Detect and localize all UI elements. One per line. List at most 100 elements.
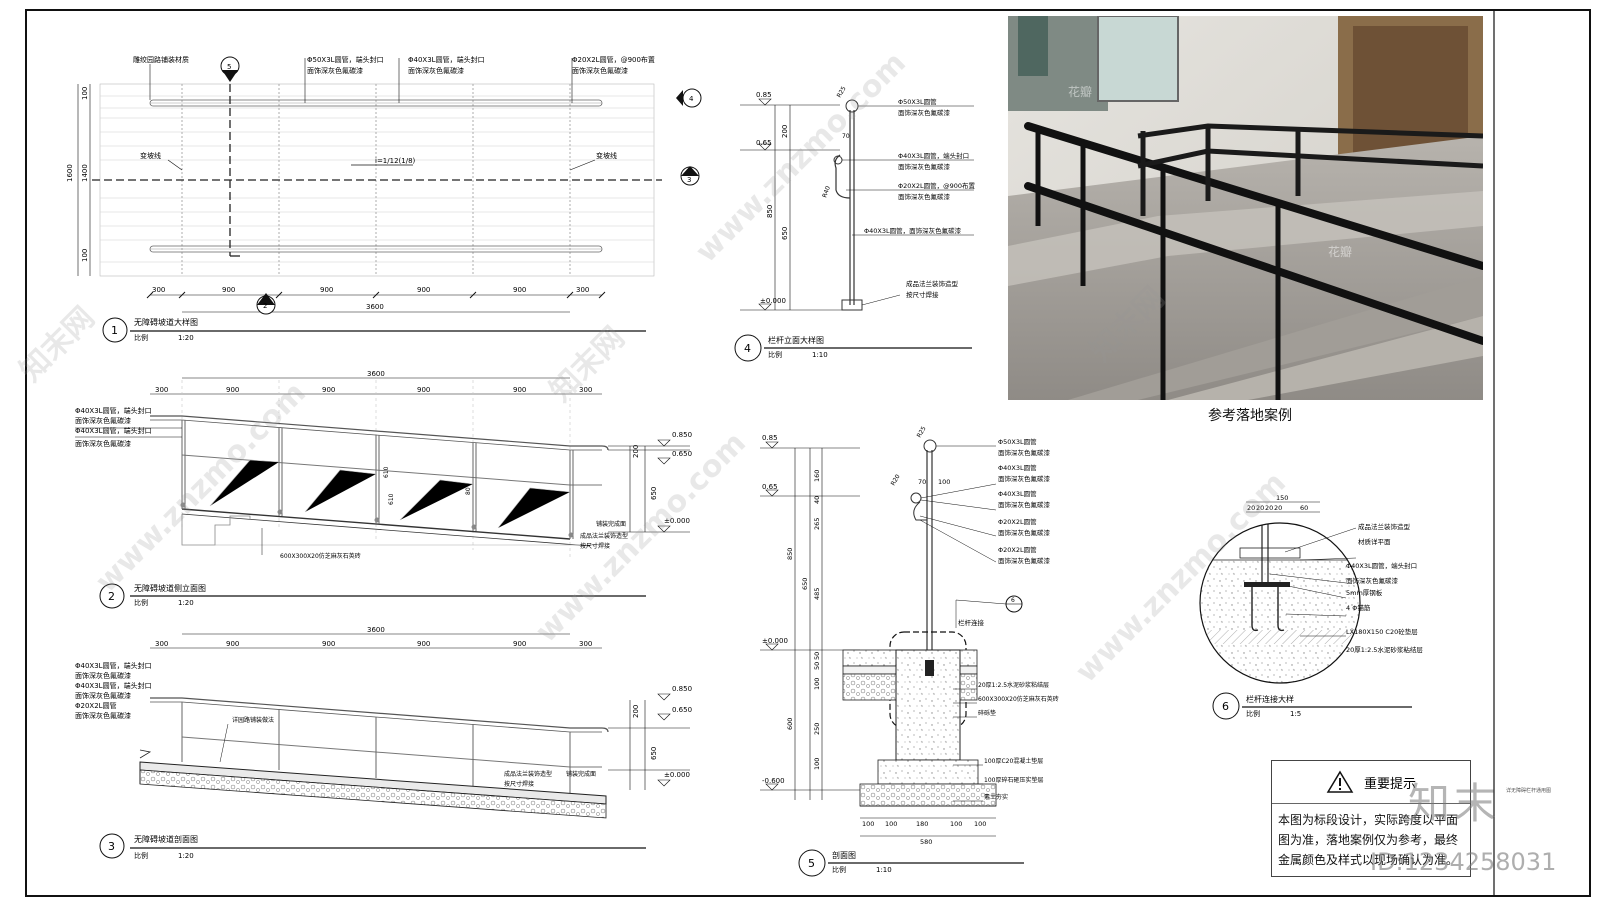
plan-label: 面饰深灰色氟碳漆 bbox=[408, 66, 464, 75]
svg-text:2: 2 bbox=[263, 302, 267, 310]
view-number: 1 bbox=[111, 324, 118, 337]
callout-number: 6 bbox=[1011, 597, 1015, 604]
elev-label: Φ40X3L圆管，端头封口 bbox=[75, 426, 152, 435]
view-number: 3 bbox=[108, 840, 115, 853]
notice-title: 重要提示 bbox=[1363, 776, 1416, 792]
dim-text: 20 bbox=[1256, 504, 1264, 512]
dim-text: 60 bbox=[1300, 504, 1308, 512]
dim-text: R25 bbox=[916, 425, 928, 439]
dim-text: R20 bbox=[890, 473, 902, 487]
plan-label: 面饰深灰色氟碳漆 bbox=[572, 66, 628, 75]
view-title: 无障碍坡道大样图 bbox=[134, 317, 198, 327]
dim-text: 900 bbox=[226, 386, 239, 394]
dim-text: 70 bbox=[918, 478, 926, 486]
photo-watermark: 花瓣 bbox=[1068, 84, 1092, 99]
dim-text: 100 bbox=[974, 820, 986, 828]
view-title: 无障碍坡道剖面图 bbox=[134, 834, 198, 844]
base-note: 铺装完成面 bbox=[596, 520, 626, 528]
level-text: ±0.000 bbox=[762, 637, 788, 645]
rail-label: Φ40X3L圆管，端头封口 bbox=[898, 151, 969, 160]
level-text: 0.85 bbox=[762, 434, 778, 442]
dim-text: 650 bbox=[650, 487, 658, 500]
ramp-handrail-photo: 花瓣 花瓣 bbox=[1008, 16, 1483, 400]
view-number-circle bbox=[102, 317, 128, 343]
rail-label: Φ50X3L圆管 bbox=[898, 97, 937, 106]
dim-text: 80 bbox=[465, 487, 472, 495]
dim-text: 900 bbox=[226, 640, 239, 648]
dim-text: 300 bbox=[155, 386, 168, 394]
photo-watermark: 花瓣 bbox=[1328, 244, 1352, 259]
rail-label: 面饰深灰色氟碳漆 bbox=[898, 108, 951, 117]
rail-label: 面饰深灰色氟碳漆 bbox=[998, 474, 1051, 483]
dim-text: 580 bbox=[920, 838, 932, 846]
rail-label: 按尺寸焊接 bbox=[906, 290, 939, 299]
plan-label: 面饰深灰色氟碳漆 bbox=[307, 66, 363, 75]
view-1-plan: i=1/12(1/8) 雕绞园路铺装材质 Φ50X3L圆管，端头封口 面饰深灰色… bbox=[66, 55, 702, 343]
svg-text:3: 3 bbox=[687, 176, 691, 184]
dim-text: 300 bbox=[152, 286, 165, 294]
dim-text: 900 bbox=[513, 640, 526, 648]
view-2-elevation: 300 900 900 900 900 300 3600 bbox=[75, 370, 692, 609]
scale-label: 比例 bbox=[134, 851, 148, 860]
photo-caption: 参考落地案例 bbox=[1208, 408, 1292, 424]
dim-text: 100 bbox=[813, 678, 821, 690]
notice-line: 图为准，落地案例仅为参考，最终 bbox=[1278, 833, 1459, 847]
dim-text: 300 bbox=[579, 640, 592, 648]
dim-text: 3600 bbox=[367, 370, 385, 378]
level-text: ±0.000 bbox=[664, 771, 690, 779]
layer-label: 素土夯实 bbox=[984, 793, 1008, 801]
scale-label: 比例 bbox=[832, 865, 846, 874]
layer-label: 100厚碎石砸压实垫层 bbox=[984, 776, 1043, 784]
dim-text: 3600 bbox=[366, 303, 384, 311]
detail-label: 成品法兰装饰造型 bbox=[1358, 522, 1411, 531]
dim-text: 160 bbox=[813, 470, 821, 482]
rail-label: 面饰深灰色氟碳漆 bbox=[998, 448, 1051, 457]
view-4-rail-elevation: 0.85 0.65 ±0.000 200 850 650 R25 70 R40 … bbox=[734, 85, 976, 362]
dim-text: 100 bbox=[950, 820, 962, 828]
view-number: 6 bbox=[1222, 700, 1229, 713]
dim-text: 50 bbox=[813, 652, 821, 660]
scale-value: 1:5 bbox=[1290, 710, 1301, 718]
dim-text: 70 bbox=[842, 133, 850, 140]
layer-label: 600X300X20仿芝麻灰石英砖 bbox=[978, 695, 1059, 703]
dim-text: 200 bbox=[781, 125, 789, 138]
level-text: ±0.000 bbox=[664, 517, 690, 525]
dim-tick bbox=[146, 291, 154, 299]
dim-text: 900 bbox=[513, 386, 526, 394]
svg-text:4: 4 bbox=[689, 95, 694, 103]
plan-label: Φ50X3L圆管，端头封口 bbox=[307, 55, 384, 64]
slope-label: i=1/12(1/8) bbox=[375, 157, 416, 165]
detail-label: 面饰深灰色氟碳漆 bbox=[1346, 576, 1399, 585]
dim-text: 20 bbox=[1265, 504, 1273, 512]
level-text: ±0.000 bbox=[760, 297, 786, 305]
notice-line: 本图为标段设计，实际跨度以平面 bbox=[1278, 813, 1459, 827]
view-3-section: 300 900 900 900 900 300 3600 详园路铺装做法 成品法… bbox=[75, 626, 692, 860]
level-text: 0.65 bbox=[756, 139, 772, 147]
section-marker-4: 4 bbox=[676, 88, 702, 108]
rail-label: Φ40X3L圆管 bbox=[998, 489, 1037, 498]
rail-label: 面饰深灰色氟碳漆 bbox=[998, 528, 1051, 537]
dim-text: 300 bbox=[576, 286, 589, 294]
dim-tick bbox=[275, 291, 283, 299]
level-text: 0.850 bbox=[672, 431, 692, 439]
level-text: 0.65 bbox=[762, 483, 778, 491]
dim-text: 300 bbox=[155, 640, 168, 648]
layer-label: 20厚1:2.5水泥砂浆粘结层 bbox=[978, 681, 1049, 689]
plan-label: 变坡线 bbox=[140, 151, 161, 160]
dim-text: 1600 bbox=[66, 164, 74, 182]
brand-watermark: 知末 bbox=[1408, 779, 1501, 828]
section-note: 成品法兰装饰造型 bbox=[504, 770, 552, 778]
dim-text: 650 bbox=[801, 578, 809, 590]
rail-label: Φ40X3L圆管，面饰深灰色氟碳漆 bbox=[864, 226, 962, 235]
dim-text: 3600 bbox=[367, 626, 385, 634]
dim-text: 250 bbox=[813, 723, 821, 735]
view-number: 2 bbox=[108, 590, 115, 603]
section-label: 面饰深灰色氟碳漆 bbox=[75, 691, 131, 700]
view-title: 剖面图 bbox=[832, 850, 856, 860]
id-watermark: ID:1234258031 bbox=[1370, 848, 1557, 876]
dim-text: 650 bbox=[781, 227, 789, 240]
level-text: 0.650 bbox=[672, 706, 692, 714]
section-label: 面饰深灰色氟碳漆 bbox=[75, 711, 131, 720]
